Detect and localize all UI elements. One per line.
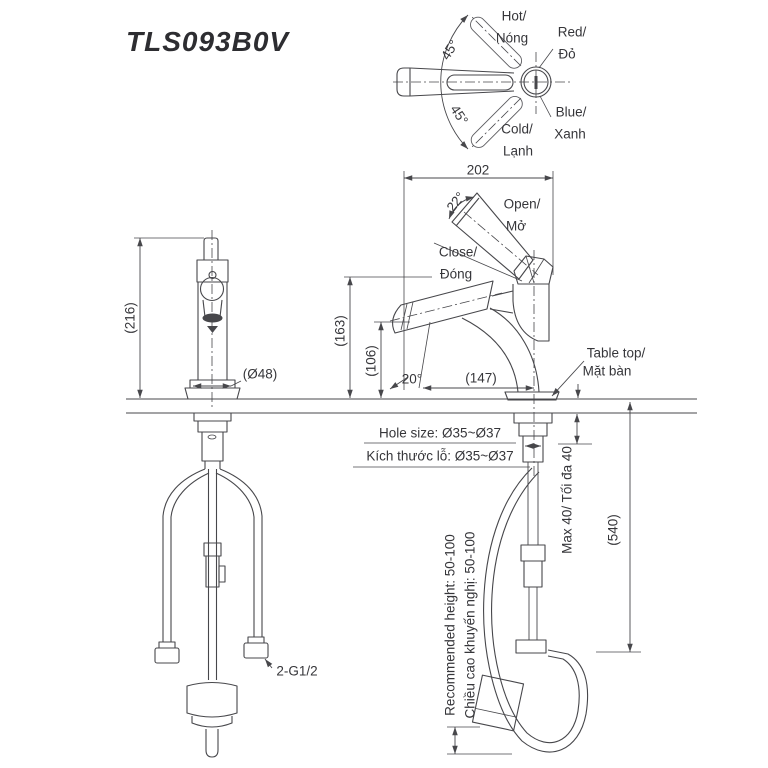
- hole-size-vi: Kích thước lỗ: Ø35~Ø37: [366, 448, 514, 464]
- hot-label-en: Hot/: [501, 8, 527, 24]
- side-view: [344, 171, 641, 755]
- dim-147: (147): [465, 370, 497, 386]
- open-label-vi: Mở: [505, 218, 527, 234]
- top-rotation-view: [393, 14, 572, 150]
- blue-label-vi: Xanh: [554, 126, 586, 142]
- blue-label-en: Blue/: [555, 104, 587, 120]
- dim-106: (106): [363, 345, 379, 377]
- close-label-en: Close/: [438, 244, 478, 260]
- recommended-height-en: Recommended height: 50-100: [442, 534, 458, 716]
- table-top-label-vi: Mặt bàn: [582, 363, 632, 379]
- recommended-height-vi: Chiều cao khuyến nghị: 50-100: [462, 531, 478, 719]
- red-label-en: Red/: [557, 24, 587, 40]
- hole-size-en: Hole size: Ø35~Ø37: [379, 425, 501, 441]
- angle-20: 20°: [401, 371, 423, 387]
- hot-label-vi: Nóng: [495, 30, 529, 46]
- dim-202: 202: [466, 162, 490, 178]
- model-number: TLS093B0V: [126, 26, 290, 57]
- front-view: [134, 230, 273, 758]
- dim-dia-48: (Ø48): [242, 366, 278, 382]
- dim-540: (540): [605, 514, 621, 546]
- max-thickness-label: Max 40/ Tối đa 40: [559, 446, 575, 554]
- table-top-label-en: Table top/: [586, 345, 646, 361]
- red-label-vi: Đỏ: [558, 46, 576, 62]
- dim-216: (216): [122, 302, 138, 334]
- dim-163: (163): [332, 315, 348, 347]
- open-label-en: Open/: [503, 196, 541, 212]
- cold-label-en: Cold/: [501, 121, 533, 137]
- cold-label-vi: Lạnh: [502, 143, 534, 159]
- connector-size-label: 2-G1/2: [276, 663, 318, 679]
- close-label-vi: Đóng: [439, 266, 473, 282]
